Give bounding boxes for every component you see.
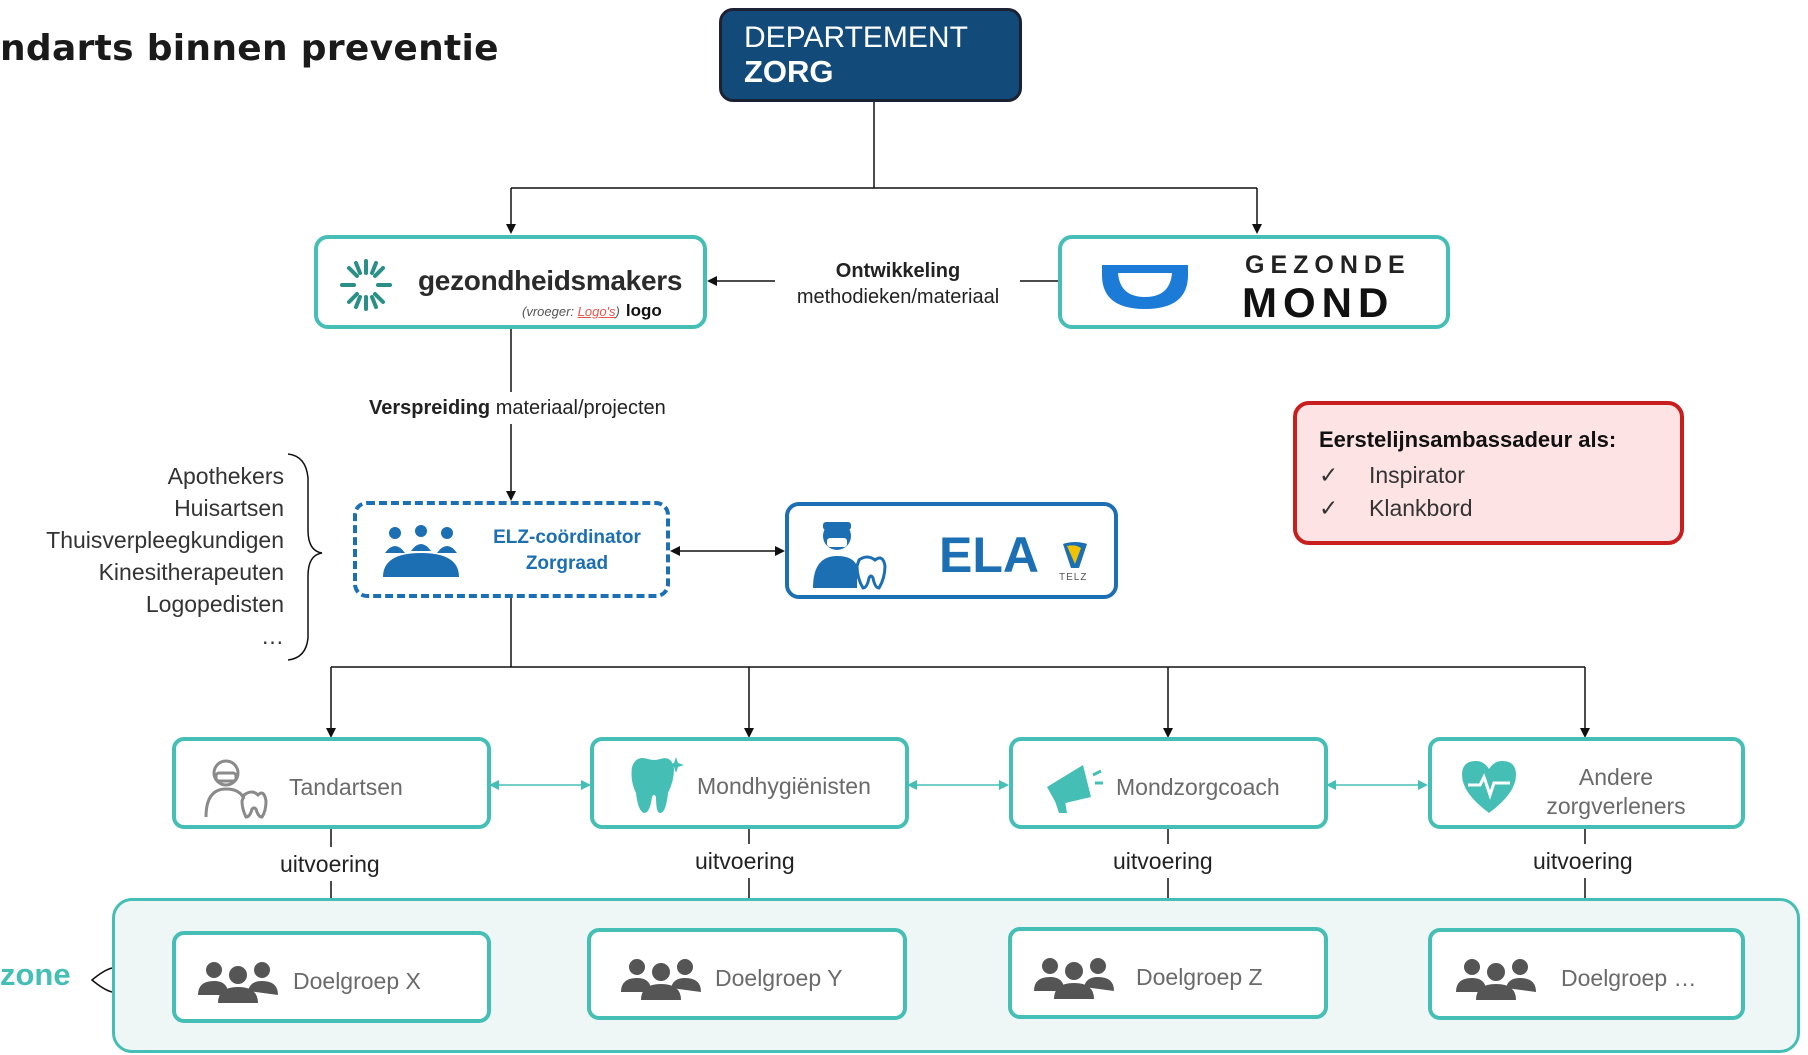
- provider-card-andere-zorgverleners: Andere zorgverleners: [1428, 737, 1745, 829]
- check-icon: ✓: [1319, 463, 1339, 489]
- verspreiding-bold: Verspreiding: [369, 397, 491, 419]
- ela-label: ELA: [939, 527, 1039, 583]
- telz-label: TELZ: [1059, 572, 1088, 583]
- group-meeting-icon: [383, 525, 459, 577]
- verspreiding-annotation: Verspreiding materiaal/projecten: [369, 397, 666, 420]
- profession-item: Huisartsen: [174, 495, 284, 521]
- profession-item: Logopedisten: [145, 591, 284, 617]
- provider-card-mondhygienisten: Mondhygiënisten: [590, 737, 909, 829]
- ontwikkeling-annotation: Ontwikkeling methodieken/materiaal: [778, 258, 1018, 310]
- subtitle-prefix: (vroeger:: [522, 304, 578, 319]
- provider-card-tandartsen: Tandartsen: [172, 737, 491, 829]
- dentist-icon: [813, 522, 887, 590]
- gezonde-mond-line1: GEZONDE: [1245, 251, 1411, 279]
- provider-label: Mondzorgcoach: [1116, 774, 1280, 800]
- group-icon: [198, 962, 278, 1003]
- gezonde-mond-box: GEZONDE MOND: [1058, 235, 1450, 329]
- ambassadeur-item-label: Inspirator: [1369, 462, 1465, 488]
- ontwikkeling-bold: Ontwikkeling: [835, 260, 961, 282]
- ambassadeur-item-label: Klankbord: [1369, 495, 1473, 521]
- page-title: ndarts binnen preventie: [0, 28, 499, 69]
- profession-item: …: [261, 623, 284, 649]
- uitvoering-label: uitvoering: [1533, 848, 1633, 874]
- profession-item: Apothekers: [167, 463, 284, 489]
- logo-wordmark: logo: [625, 301, 662, 320]
- gezondheidsmakers-subtitle: (vroeger: Logo's) logo: [522, 301, 662, 321]
- uitvoering-label: uitvoering: [1113, 848, 1213, 874]
- group-icon: [621, 959, 701, 1000]
- target-card: Doelgroep X: [172, 931, 491, 1023]
- group-icon: [1456, 959, 1536, 1000]
- provider-label-line1: Andere: [1578, 764, 1654, 790]
- professions-list: Apothekers Huisartsen Thuisverpleegkundi…: [0, 460, 284, 652]
- departement-line2: ZORG: [744, 53, 834, 89]
- target-label: Doelgroep X: [293, 968, 421, 994]
- target-label: Doelgroep Y: [715, 965, 843, 991]
- provider-card-mondzorgcoach: Mondzorgcoach: [1009, 737, 1328, 829]
- zone-label: zone: [0, 957, 71, 992]
- target-label: Doelgroep …: [1561, 965, 1697, 991]
- profession-item: Thuisverpleegkundigen: [46, 527, 284, 553]
- ela-box: ELA TELZ: [785, 502, 1118, 599]
- verspreiding-rest: materiaal/projecten: [490, 397, 666, 419]
- ambassadeur-box: Eerstelijnsambassadeur als: ✓Inspirator …: [1293, 401, 1684, 545]
- elz-line1: ELZ-coördinator: [493, 527, 641, 548]
- check-icon: ✓: [1319, 496, 1339, 522]
- ambassadeur-item: ✓ Klankbord: [1319, 492, 1658, 525]
- departement-line1: DEPARTEMENT: [744, 21, 968, 54]
- target-label: Doelgroep Z: [1136, 964, 1263, 990]
- departement-zorg-box: DEPARTEMENT ZORG: [719, 8, 1022, 102]
- target-card: Doelgroep Y: [587, 928, 907, 1020]
- tooth-icon: [631, 757, 684, 813]
- uitvoering-label: uitvoering: [280, 851, 380, 877]
- ambassadeur-heading: Eerstelijnsambassadeur als:: [1319, 427, 1617, 452]
- provider-label: Tandartsen: [289, 774, 403, 800]
- gezondheidsmakers-box: gezondheidsmakers (vroeger: Logo's) logo: [314, 235, 707, 329]
- starburst-logo-icon: [340, 259, 392, 311]
- smile-logo-icon: [1102, 265, 1188, 309]
- ontwikkeling-rest: methodieken/materiaal: [796, 286, 1000, 308]
- ambassadeur-item: ✓ Inspirator: [1319, 459, 1658, 492]
- gezonde-mond-line2: MOND: [1242, 279, 1395, 326]
- elz-line2: Zorgraad: [525, 552, 609, 574]
- target-card: Doelgroep Z: [1008, 927, 1328, 1019]
- provider-label: Andere zorgverleners: [1526, 763, 1706, 821]
- provider-label-line2: zorgverleners: [1546, 793, 1686, 819]
- logos-link[interactable]: Logo's: [577, 304, 616, 319]
- dentist-icon: [204, 759, 268, 819]
- heart-pulse-icon: [1462, 761, 1516, 813]
- megaphone-icon: [1047, 765, 1103, 813]
- uitvoering-label: uitvoering: [695, 848, 795, 874]
- elz-coordinator-box: ELZ-coördinator Zorgraad: [353, 501, 670, 598]
- group-icon: [1034, 958, 1114, 999]
- elz-title: ELZ-coördinator Zorgraad: [477, 525, 657, 576]
- telz-logo-icon: [1063, 542, 1087, 568]
- target-card: Doelgroep …: [1428, 928, 1745, 1020]
- profession-item: Kinesitherapeuten: [98, 559, 284, 585]
- gezondheidsmakers-name: gezondheidsmakers: [418, 265, 683, 296]
- subtitle-suffix: ): [615, 304, 620, 319]
- provider-label: Mondhygiënisten: [697, 773, 871, 799]
